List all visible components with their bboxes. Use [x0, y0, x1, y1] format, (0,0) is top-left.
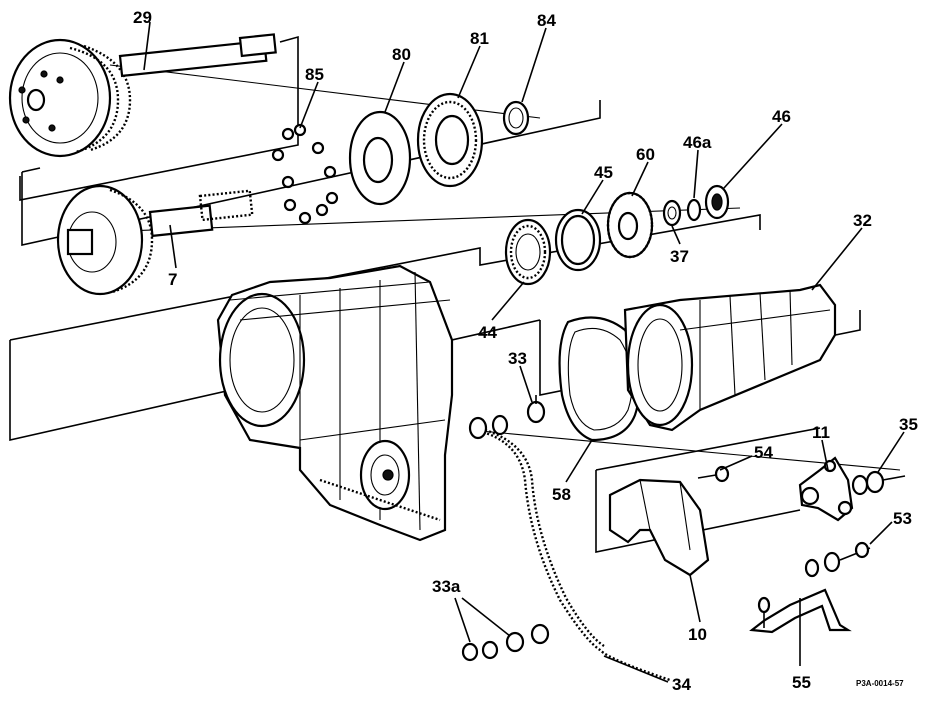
part-84-snap-ring — [502, 100, 530, 136]
callout-leaders — [143, 21, 905, 683]
callout-34: 34 — [672, 675, 691, 694]
callout-81: 81 — [470, 29, 489, 48]
part-44-bearing — [504, 218, 552, 286]
callout-80-washer: 80 — [392, 45, 411, 64]
part-7-mainshaft — [56, 184, 254, 296]
callout-46: 46 — [772, 107, 791, 126]
callout-45: 45 — [594, 163, 613, 182]
part-60-gear — [606, 191, 654, 259]
callout-55: 55 — [792, 673, 811, 692]
part-58-gasket — [558, 316, 642, 442]
part-54-bolt — [697, 465, 730, 483]
callout-33a: 33a — [432, 577, 461, 596]
callout-60: 60 — [636, 145, 655, 164]
callout-7: 7 — [168, 270, 177, 289]
callout-10: 10 — [688, 625, 707, 644]
part-29-sprocket-shaft — [8, 33, 277, 158]
callout-84: 84 — [537, 11, 556, 30]
part-85-rollers — [271, 123, 339, 225]
transfer-case-housing — [216, 264, 454, 542]
callout-33: 33 — [508, 349, 527, 368]
callout-35: 35 — [899, 415, 918, 434]
part-10-mount-bracket — [608, 478, 710, 577]
part-34-cable — [461, 414, 671, 682]
part-46a-ring — [686, 198, 702, 222]
callout-37: 37 — [670, 247, 689, 266]
part-37-washer — [662, 199, 682, 227]
callout-44: 44 — [478, 323, 497, 342]
part-81-needle-bearing — [416, 92, 484, 188]
callout-58: 58 — [552, 485, 571, 504]
callout-85: 85 — [305, 65, 324, 84]
callout-32: 32 — [853, 211, 872, 230]
part-45-snap-ring — [554, 208, 602, 272]
callout-54: 54 — [754, 443, 773, 462]
part-46-nut — [704, 184, 730, 220]
callout-labels: 29 85 80 81 84 7 45 60 46a 46 37 32 44 3… — [133, 8, 918, 694]
callout-46a: 46a — [683, 133, 712, 152]
callout-11: 11 — [812, 423, 830, 442]
part-53-bolt — [804, 541, 871, 578]
reference-code: P3A-0014-57 — [856, 679, 904, 688]
callout-53: 53 — [893, 509, 912, 528]
callout-29: 29 — [133, 8, 152, 27]
part-33-bolt — [526, 395, 546, 424]
part-11-mount — [798, 456, 854, 522]
part-80-thrust-washer — [348, 110, 412, 206]
part-35-nut — [851, 470, 906, 496]
part-32-extension-housing — [623, 283, 837, 432]
